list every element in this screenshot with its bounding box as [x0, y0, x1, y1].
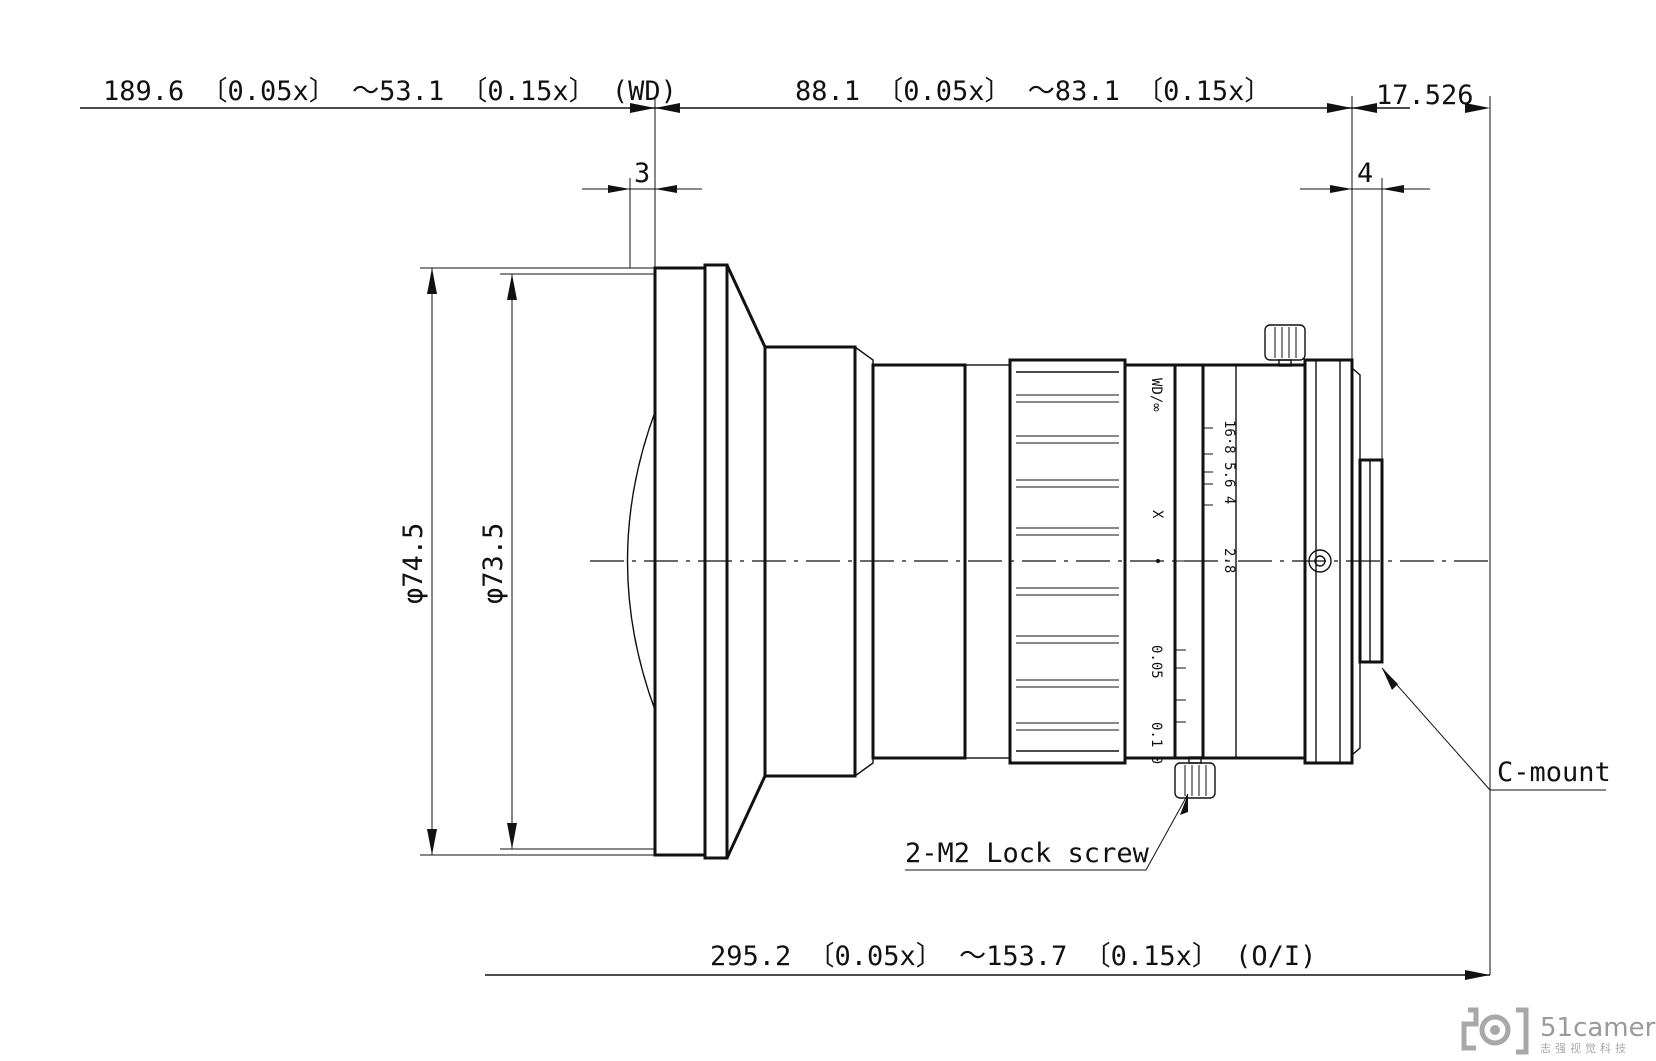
mag-005-marking: 0.05	[1148, 645, 1164, 679]
front-element-glass	[626, 411, 656, 711]
outer-diameter-dimension	[420, 267, 700, 856]
top-dimension-line	[80, 103, 1490, 113]
wd-marking: WD/∞	[1148, 378, 1164, 412]
brand-logo	[1461, 1007, 1529, 1055]
rear-step-dimension	[1300, 185, 1430, 193]
lock-screw-leader	[905, 793, 1189, 871]
bottom-dimension-line	[485, 970, 1490, 980]
rear-collar	[1303, 358, 1354, 765]
front-step-label: 3	[634, 158, 650, 189]
aperture-open-marking: 2.8	[1221, 548, 1237, 573]
c-mount-thread	[1358, 458, 1384, 664]
lock-screw-label: 2-M2 Lock screw	[905, 838, 1150, 869]
working-distance-label: 189.6 〔0.05x〕 ～53.1 〔0.15x〕 (WD)	[103, 76, 677, 107]
barrel-section-1	[763, 345, 857, 778]
mag-01-marking: 0.1 0	[1148, 722, 1164, 764]
focus-ring-knurling	[1016, 394, 1119, 731]
inner-diameter-dimension	[500, 273, 655, 850]
side-screw-icon	[1308, 549, 1332, 573]
magnification-marking: X	[1149, 510, 1165, 519]
lens-length-label: 88.1 〔0.05x〕 ～83.1 〔0.15x〕	[795, 76, 1271, 107]
c-mount-label: C-mount	[1497, 757, 1611, 788]
brand-name: 51camera	[1540, 1013, 1656, 1043]
inner-diameter-label: φ73.5	[478, 523, 509, 604]
front-step-dimension	[582, 185, 702, 193]
object-to-image-label: 295.2 〔0.05x〕 ～153.7 〔0.15x〕 (O/I)	[710, 941, 1316, 972]
extension-lines	[629, 96, 1491, 975]
aperture-scale-ticks	[1175, 427, 1213, 723]
lock-screw-top-icon	[1264, 324, 1306, 367]
c-mount-leader	[1381, 667, 1606, 791]
lens-body: WD/∞ X 16·8 5.6 4 2.8 0.05 0.1 0	[626, 263, 1384, 860]
rear-step-label: 4	[1357, 158, 1373, 189]
flange-back-label: 17.526	[1376, 80, 1474, 111]
outer-diameter-label: φ74.5	[398, 523, 429, 604]
brand-subtitle: 志强视觉科技	[1540, 1041, 1630, 1055]
front-hood	[703, 263, 729, 860]
lock-screw-bottom-icon	[1174, 756, 1216, 799]
aperture-scale-marking: 16·8 5.6 4	[1221, 420, 1237, 504]
